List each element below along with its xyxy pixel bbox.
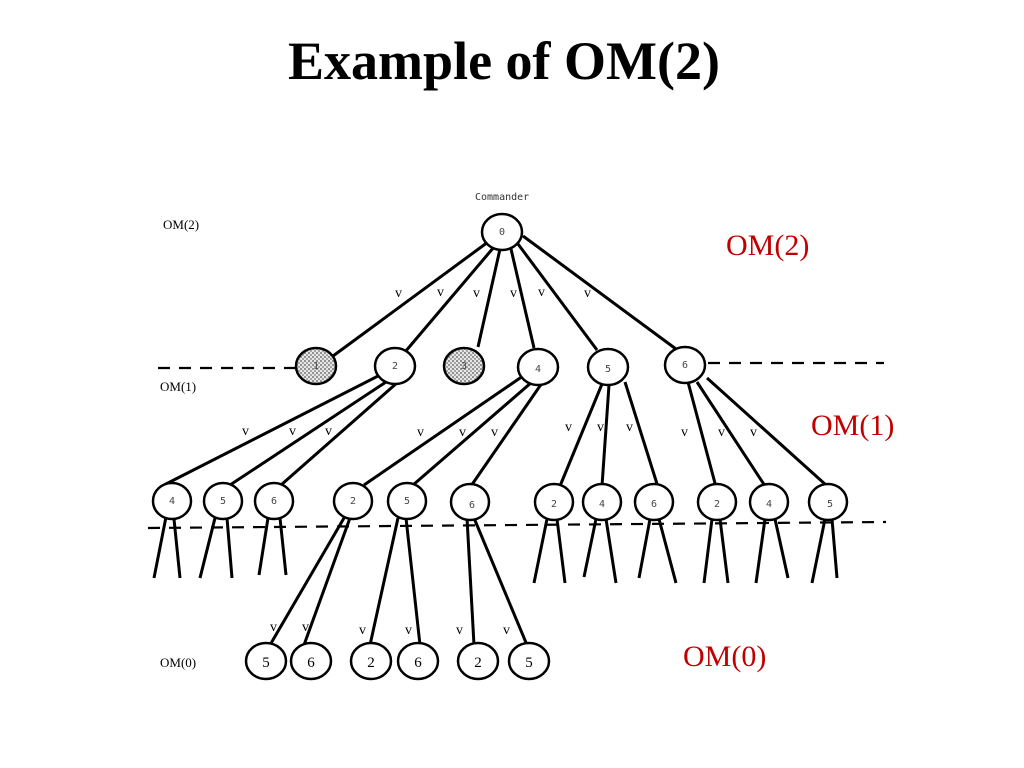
vote-mark: v (565, 420, 572, 435)
tree-node (294, 346, 338, 386)
node-label: 6 (271, 496, 277, 507)
node-label: 5 (525, 655, 533, 671)
node-label: 5 (827, 499, 833, 510)
node-label: 5 (220, 496, 226, 507)
vote-mark: v (456, 623, 463, 638)
node-label: 6 (469, 500, 475, 511)
level-label-om0-small: OM(0) (160, 655, 196, 670)
tree-node (581, 482, 623, 522)
node-label: 4 (766, 499, 772, 510)
vote-marks: v v v v v v v v v v v v v v v v v v v v … (242, 285, 757, 638)
tree-node (442, 346, 486, 386)
level-label-om1-big: OM(1) (811, 409, 894, 442)
tree-node (807, 482, 849, 522)
tree-node (396, 641, 440, 681)
tree-node (456, 641, 500, 681)
level-label-om2-big: OM(2) (726, 229, 809, 262)
node-label: 5 (262, 655, 270, 671)
edges-root (332, 234, 677, 358)
tree-node (253, 481, 295, 521)
vote-mark: v (437, 285, 444, 300)
tree-node (449, 482, 491, 522)
vote-mark: v (459, 425, 466, 440)
edges-level2 (268, 517, 529, 646)
tree-node (586, 347, 630, 387)
node-label: 3 (461, 361, 467, 372)
slide-title: Example of OM(2) (288, 31, 720, 91)
vote-mark: v (626, 420, 633, 435)
vote-mark: v (359, 623, 366, 638)
node-label: 2 (367, 655, 375, 671)
vote-mark: v (510, 286, 517, 301)
tree-node (244, 641, 288, 681)
level2-nodes: 4 5 6 2 5 6 2 4 6 2 4 5 (151, 481, 849, 522)
tree-node (507, 641, 551, 681)
node-label: 4 (535, 364, 541, 375)
level-label-om1-small: OM(1) (160, 379, 196, 394)
tree-node (533, 482, 575, 522)
tree-node (696, 482, 738, 522)
node-label: 6 (414, 655, 422, 671)
node-label: 5 (605, 364, 611, 375)
vote-mark: v (681, 425, 688, 440)
node-label: 6 (651, 499, 657, 510)
level-label-om2-small: OM(2) (163, 217, 199, 232)
vote-mark: v (491, 425, 498, 440)
node-label: 2 (392, 361, 398, 372)
level3-nodes: 5 6 2 6 2 5 (244, 641, 551, 681)
tree-node (663, 345, 707, 385)
vote-mark: v (242, 424, 249, 439)
stub-edges (152, 516, 839, 584)
tree-node (289, 641, 333, 681)
vote-mark: v (417, 425, 424, 440)
vote-mark: v (538, 285, 545, 300)
tree-node (202, 481, 244, 521)
tree-node (151, 481, 193, 521)
node-label: 5 (404, 496, 410, 507)
tree-node (386, 481, 428, 521)
node-root (480, 212, 524, 252)
commander-label: Commander (475, 192, 529, 203)
node-label: 2 (714, 499, 720, 510)
level-label-om0-big: OM(0) (683, 640, 766, 673)
node-root-label: 0 (499, 227, 505, 238)
vote-mark: v (289, 424, 296, 439)
vote-mark: v (473, 286, 480, 301)
tree-node (748, 482, 790, 522)
vote-mark: v (325, 424, 332, 439)
node-label: 6 (682, 360, 688, 371)
tree-node (332, 481, 374, 521)
node-label: 4 (599, 499, 605, 510)
vote-mark: v (750, 425, 757, 440)
vote-mark: v (584, 286, 591, 301)
node-label: 2 (474, 655, 482, 671)
tree-node (373, 346, 417, 386)
tree-node (516, 347, 560, 387)
vote-mark: v (302, 620, 309, 635)
vote-mark: v (395, 286, 402, 301)
vote-mark: v (405, 623, 412, 638)
level1-nodes: 1 2 3 4 5 6 (294, 345, 707, 387)
node-label: 1 (313, 361, 319, 372)
tree-node (349, 641, 393, 681)
vote-mark: v (270, 620, 277, 635)
vote-mark: v (597, 420, 604, 435)
node-label: 2 (350, 496, 356, 507)
node-label: 2 (551, 499, 557, 510)
vote-mark: v (503, 623, 510, 638)
node-label: 6 (307, 655, 315, 671)
tree-node (633, 482, 675, 522)
edges-level1 (163, 372, 828, 488)
vote-mark: v (718, 425, 725, 440)
node-label: 4 (169, 496, 175, 507)
